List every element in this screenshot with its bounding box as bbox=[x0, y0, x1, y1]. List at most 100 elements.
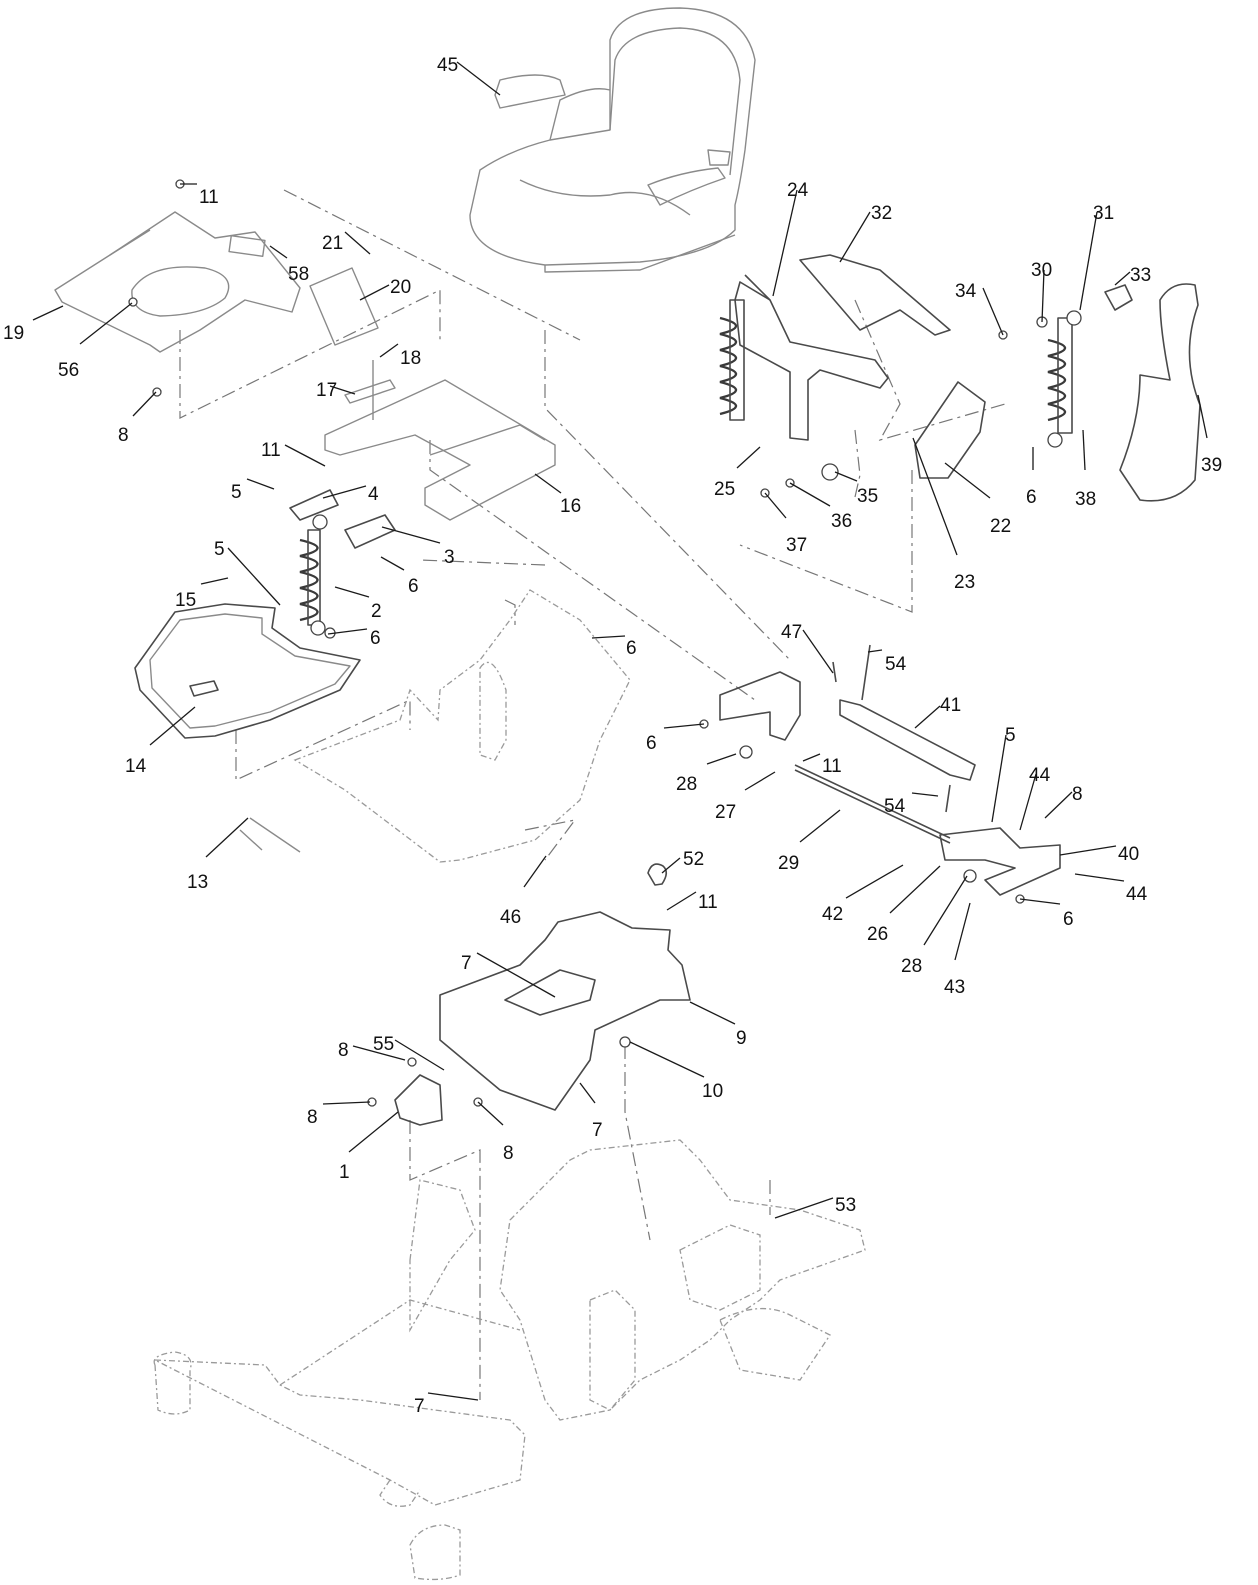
callout-label-15: 15 bbox=[175, 590, 196, 611]
callout-label-13: 13 bbox=[187, 872, 208, 893]
callout-label-33: 33 bbox=[1130, 265, 1151, 286]
callout-label-10: 10 bbox=[702, 1081, 723, 1102]
callout-leader-11b bbox=[284, 444, 326, 467]
callout-label-56: 56 bbox=[58, 360, 79, 381]
callout-label-37: 37 bbox=[786, 535, 807, 556]
callout-leader-19 bbox=[32, 305, 64, 321]
callout-label-44a: 44 bbox=[1029, 765, 1051, 786]
callout-leader-29 bbox=[799, 809, 841, 843]
callout-label-8c: 8 bbox=[338, 1040, 349, 1061]
callout-label-31: 31 bbox=[1093, 203, 1114, 224]
callout-leader-10 bbox=[629, 1041, 705, 1078]
callout-leader-7b bbox=[579, 1082, 596, 1104]
callout-label-58: 58 bbox=[288, 264, 309, 285]
callout-label-7b: 7 bbox=[592, 1120, 603, 1141]
callout-leader-8e bbox=[477, 1101, 504, 1126]
callout-label-24: 24 bbox=[787, 180, 809, 201]
callout-leader-20 bbox=[359, 284, 390, 301]
callout-leader-14 bbox=[149, 706, 196, 746]
callout-label-43: 43 bbox=[944, 977, 965, 998]
callout-leader-58 bbox=[269, 245, 288, 259]
callout-label-52: 52 bbox=[683, 849, 704, 870]
callout-leader-43 bbox=[954, 902, 971, 961]
callout-label-29: 29 bbox=[778, 853, 799, 874]
floor-pan-part-13 bbox=[239, 589, 631, 863]
callout-label-14: 14 bbox=[125, 756, 147, 777]
callout-label-8d: 8 bbox=[307, 1107, 318, 1128]
callout-leader-6e bbox=[663, 723, 705, 729]
callout-leader-5b bbox=[227, 547, 281, 606]
callout-leader-16 bbox=[534, 473, 562, 494]
callout-label-5b: 5 bbox=[214, 539, 225, 560]
callout-leader-8b bbox=[1044, 791, 1073, 819]
callout-label-7c: 7 bbox=[414, 1396, 425, 1417]
callout-label-8b: 8 bbox=[1072, 784, 1083, 805]
callout-leader-21 bbox=[344, 231, 371, 255]
callout-leader-53 bbox=[774, 1197, 834, 1219]
callout-label-3: 3 bbox=[444, 547, 455, 568]
callout-leader-27 bbox=[744, 771, 776, 791]
callout-leader-7c bbox=[427, 1392, 479, 1401]
callout-leader-3 bbox=[381, 526, 441, 544]
callout-label-44b: 44 bbox=[1126, 884, 1148, 905]
callout-leader-9 bbox=[689, 1001, 736, 1025]
bracket-part-20 bbox=[309, 267, 379, 346]
callout-leader-18 bbox=[379, 343, 399, 358]
seat-frame-part-16 bbox=[324, 360, 556, 521]
callout-leader-28a bbox=[706, 753, 737, 765]
callout-leader-11d bbox=[666, 891, 697, 911]
callout-label-6d: 6 bbox=[626, 638, 637, 659]
callout-label-25: 25 bbox=[714, 479, 735, 500]
callout-label-7a: 7 bbox=[461, 953, 472, 974]
callout-label-40: 40 bbox=[1118, 844, 1139, 865]
callout-leader-1 bbox=[348, 1111, 399, 1153]
callout-leader-56 bbox=[79, 302, 133, 345]
callout-label-6b: 6 bbox=[408, 576, 419, 597]
callout-leader-39 bbox=[1197, 394, 1208, 439]
callout-leader-6b bbox=[380, 556, 405, 571]
callout-leader-31 bbox=[1079, 211, 1098, 311]
callout-label-54a: 54 bbox=[885, 654, 907, 675]
callout-leader-22 bbox=[944, 462, 991, 499]
callout-leader-46 bbox=[523, 855, 547, 888]
plate-part-9 bbox=[439, 911, 691, 1111]
assembly-guide-lines bbox=[179, 189, 1006, 1400]
callout-label-4: 4 bbox=[368, 484, 379, 505]
callout-leader-35 bbox=[834, 471, 858, 482]
callout-label-17: 17 bbox=[316, 380, 337, 401]
callout-leader-52 bbox=[661, 857, 681, 874]
callout-leader-26 bbox=[889, 865, 941, 914]
callout-leader-30 bbox=[1041, 269, 1045, 323]
seat-part-45 bbox=[469, 7, 756, 273]
chassis-frame bbox=[153, 1139, 866, 1581]
callout-leader-4 bbox=[322, 485, 367, 499]
callout-leader-42 bbox=[845, 864, 904, 899]
callout-label-23: 23 bbox=[954, 572, 975, 593]
knob-part-52 bbox=[647, 863, 668, 886]
callout-leader-33 bbox=[1114, 271, 1131, 286]
callout-label-28b: 28 bbox=[901, 956, 922, 977]
callout-label-6e: 6 bbox=[646, 733, 657, 754]
callout-leader-6c bbox=[327, 628, 368, 635]
callout-label-35: 35 bbox=[857, 486, 878, 507]
callout-leader-11c bbox=[802, 753, 821, 762]
callout-label-46: 46 bbox=[500, 907, 521, 928]
callout-leader-8a bbox=[132, 391, 157, 417]
callout-label-8e: 8 bbox=[503, 1143, 514, 1164]
callout-leader-6d bbox=[591, 635, 626, 639]
callout-label-16: 16 bbox=[560, 496, 581, 517]
callout-label-11d: 11 bbox=[698, 892, 718, 913]
callout-label-27: 27 bbox=[715, 802, 736, 823]
top-plate-part-19 bbox=[54, 179, 301, 397]
callout-leader-28b bbox=[923, 875, 968, 946]
callout-label-41: 41 bbox=[940, 695, 961, 716]
callout-leader-44a bbox=[1019, 773, 1037, 831]
callout-label-42: 42 bbox=[822, 904, 843, 925]
callout-label-54b: 54 bbox=[884, 796, 906, 817]
shock-part-2 bbox=[289, 489, 396, 639]
bracket-part-1 bbox=[367, 1057, 483, 1126]
callout-leader-6f bbox=[1019, 898, 1061, 905]
callout-label-28a: 28 bbox=[676, 774, 697, 795]
callout-label-20: 20 bbox=[390, 277, 411, 298]
callout-leader-41 bbox=[914, 705, 941, 729]
